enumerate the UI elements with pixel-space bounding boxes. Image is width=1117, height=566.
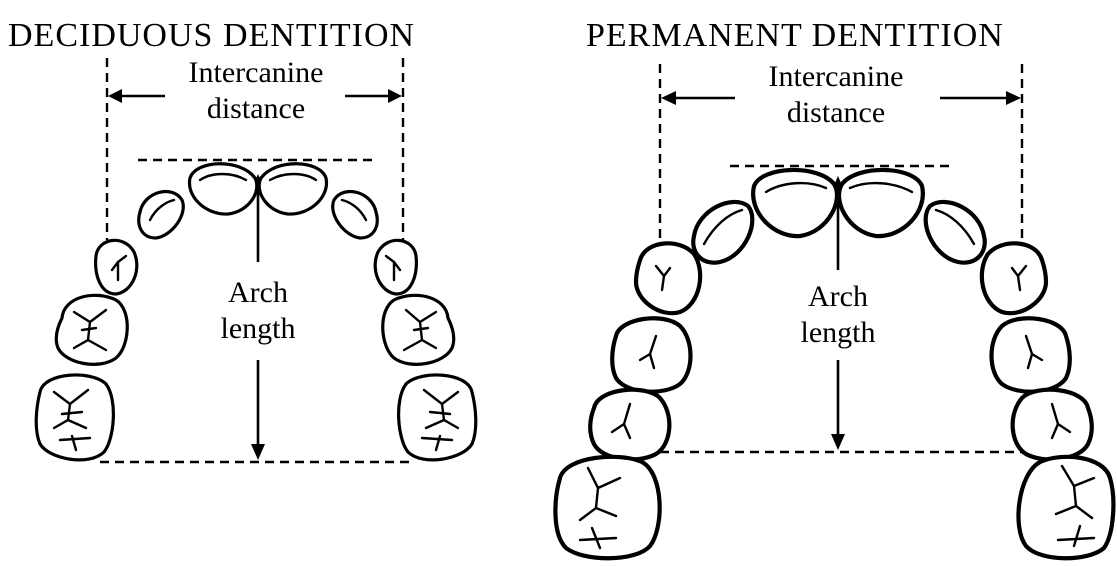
deciduous-arch-label-line1: Arch	[228, 276, 288, 309]
permanent-second-premolar-right	[1010, 387, 1094, 462]
permanent-central-incisor-right	[836, 167, 925, 239]
deciduous-central-incisor-left	[187, 162, 259, 216]
permanent-panel: PERMANENT DENTITION Intercanine distance…	[553, 17, 1116, 561]
deciduous-central-incisor-right	[257, 162, 329, 216]
deciduous-second-molar-right	[397, 373, 478, 462]
permanent-central-incisor-left	[751, 167, 840, 239]
permanent-canine-right	[979, 241, 1049, 316]
deciduous-title: DECIDUOUS DENTITION	[8, 17, 415, 54]
permanent-arch-label-line2: length	[801, 316, 876, 349]
deciduous-first-molar-right	[381, 293, 456, 366]
deciduous-canine-right	[373, 238, 418, 296]
permanent-title: PERMANENT DENTITION	[586, 17, 1004, 54]
deciduous-canine-left	[94, 238, 139, 296]
permanent-second-premolar-left	[588, 387, 672, 462]
permanent-intercanine-label-line1: Intercanine	[769, 60, 904, 93]
permanent-canine-left	[633, 241, 703, 316]
deciduous-lateral-incisor-right	[331, 189, 379, 240]
deciduous-second-molar-left	[34, 373, 115, 462]
permanent-lateral-incisor-right	[923, 199, 987, 265]
permanent-intercanine-label-line2: distance	[787, 96, 885, 129]
permanent-first-molar-right	[1016, 454, 1116, 561]
permanent-first-molar-left	[553, 454, 662, 561]
deciduous-first-molar-left	[54, 293, 129, 366]
permanent-first-premolar-left	[610, 316, 693, 394]
permanent-teeth	[553, 167, 1116, 561]
deciduous-teeth	[34, 162, 478, 462]
permanent-lateral-incisor-left	[691, 199, 755, 265]
deciduous-lateral-incisor-left	[137, 189, 185, 240]
permanent-first-premolar-right	[989, 316, 1072, 394]
deciduous-intercanine-arrow	[108, 89, 402, 103]
deciduous-panel: DECIDUOUS DENTITION Intercanine distance…	[8, 17, 478, 464]
permanent-arch-label-line1: Arch	[808, 280, 868, 313]
permanent-intercanine-arrow	[661, 91, 1021, 105]
deciduous-intercanine-label-line1: Intercanine	[189, 56, 324, 89]
deciduous-arch-label-line2: length	[221, 312, 296, 345]
permanent-arch-length-arrow	[831, 176, 845, 450]
deciduous-intercanine-label-line2: distance	[207, 92, 305, 125]
